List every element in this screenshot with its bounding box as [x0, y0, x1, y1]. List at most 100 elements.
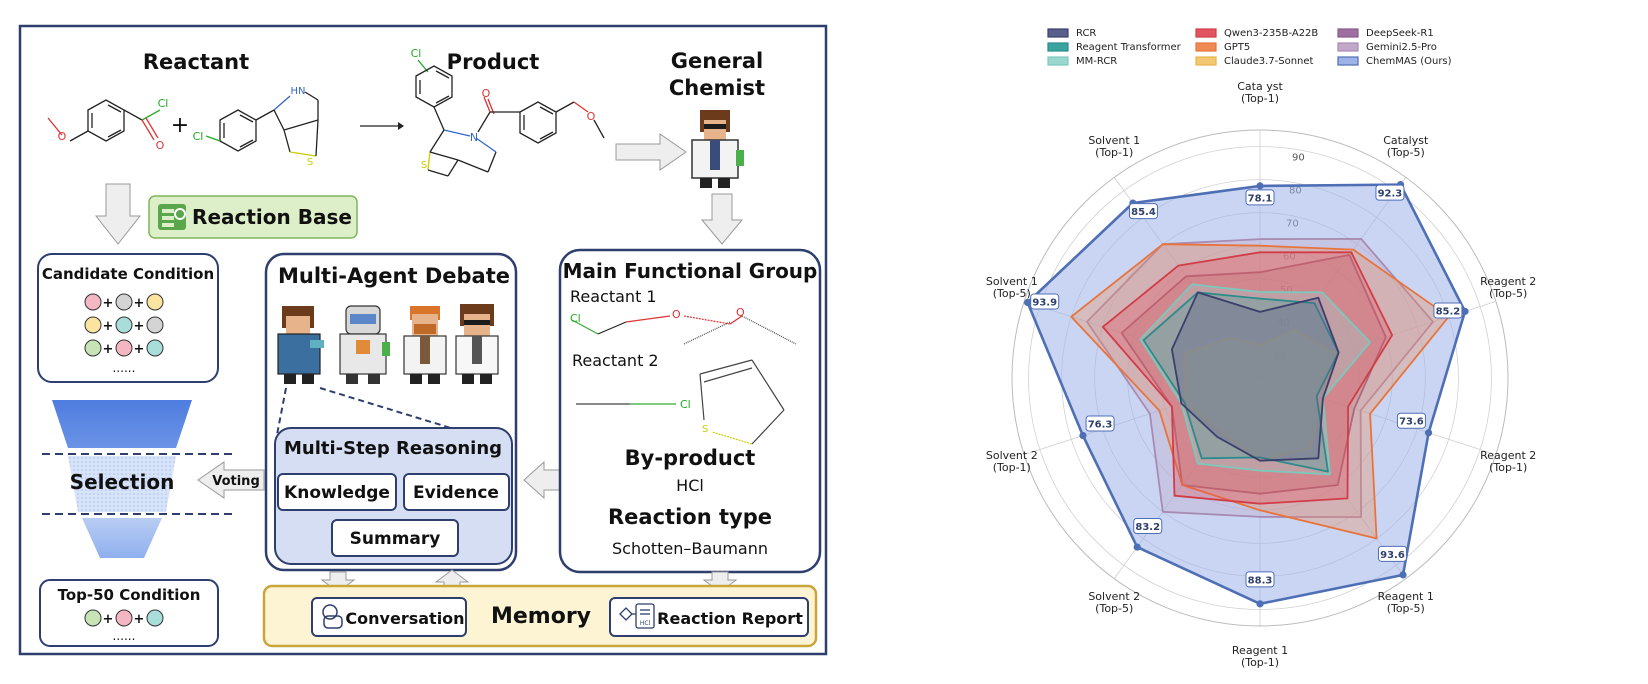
reactant-molecule-1 [47, 99, 161, 142]
annotation-label: 93.9 [1032, 298, 1057, 309]
legend-swatch [1337, 42, 1359, 52]
series-polygon [1142, 291, 1340, 473]
plus-signs: ++ [103, 612, 145, 627]
arrow-to-candidate [94, 183, 142, 245]
annotation-box [1377, 545, 1407, 562]
data-point [1461, 307, 1469, 315]
multi-agent-debate-title: Multi-Agent Debate [278, 264, 510, 288]
annotation-label: 73.6 [1399, 417, 1424, 428]
annotation-box [1085, 415, 1115, 432]
atom-o: O [672, 308, 681, 321]
legend-label: RCR [1076, 28, 1096, 39]
axis-label: (Top-1) [993, 461, 1031, 474]
axis-label: Reagent 1 [1378, 590, 1434, 603]
conversation-icon [322, 604, 343, 629]
reaction-arrow [360, 122, 404, 130]
legend-label: MM-RCR [1076, 56, 1117, 67]
reaction-base-box [148, 195, 358, 239]
legend-label: DeepSeek-R1 [1366, 28, 1434, 39]
legend-swatch [1047, 42, 1069, 52]
axis-label: Solvent 2 [986, 449, 1038, 462]
atom-o: O [58, 130, 67, 143]
agent-avatar-3 [403, 306, 447, 384]
arrow-to-functional-group [700, 193, 744, 245]
legend-swatch [1337, 28, 1359, 38]
atom-s: S [702, 424, 708, 435]
axis-label: (Top-1) [1241, 92, 1279, 105]
annotation-box [1128, 203, 1158, 220]
data-point [1079, 431, 1087, 440]
svg-text:+: + [103, 612, 114, 627]
knowledge-box [277, 473, 397, 511]
annotation-label: 93.6 [1380, 550, 1405, 561]
legend-label: Gemini2.5-Pro [1366, 42, 1437, 53]
radar-series [1023, 180, 1469, 608]
axis-label: (Top-5) [993, 287, 1031, 300]
annotation-label: 92.3 [1378, 189, 1403, 200]
svg-text:+: + [103, 296, 114, 311]
atom-n: N [470, 131, 478, 144]
atom-nh: HN [291, 86, 306, 97]
axis-label: (Top-5) [1387, 146, 1425, 159]
candidate-ellipsis: ...... [113, 361, 136, 375]
conversation-box [311, 597, 467, 637]
agent-avatars [277, 304, 499, 384]
reaction-report-icon [619, 603, 655, 629]
legend-label: ChemMAS (Ours) [1366, 56, 1452, 67]
series-polygon [1139, 283, 1371, 476]
general-chemist-title-line2: Chemist [669, 76, 765, 100]
report-icon-text: HCl [640, 620, 651, 627]
annotation-box [1375, 184, 1405, 201]
selection-label: Selection [70, 470, 175, 494]
agent-avatar-2 [339, 305, 390, 384]
reactant1-fragments [571, 315, 797, 345]
annotation-label: 76.3 [1088, 419, 1113, 430]
reaction-report-label: Reaction Report [657, 609, 803, 628]
data-point [1256, 600, 1264, 608]
data-point [1133, 543, 1141, 551]
memory-label: Memory [491, 604, 591, 629]
axis-label: Solvent 2 [1088, 590, 1140, 603]
legend-swatch [1337, 56, 1359, 66]
plus-sign: + [171, 113, 189, 138]
axis-label: (Top-5) [1387, 602, 1425, 615]
top50-condition-title: Top-50 Condition [58, 586, 201, 604]
axis-label: Reagent 2 [1480, 449, 1536, 462]
svg-text:+: + [134, 296, 145, 311]
atom-s: S [307, 157, 313, 168]
reactant2-label: Reactant 2 [572, 351, 659, 370]
agent-avatar-4 [455, 304, 499, 384]
legend-swatch [1195, 56, 1217, 66]
svg-text:+: + [103, 342, 114, 357]
annotation-box [1433, 302, 1463, 319]
annotation-box [1396, 412, 1426, 429]
atom-s: S [421, 160, 427, 171]
svg-text:+: + [134, 319, 145, 334]
arrow-to-chemist [615, 133, 687, 171]
database-search-icon [158, 204, 186, 230]
conversation-label: Conversation [345, 609, 464, 628]
main-functional-group-title: Main Functional Group [563, 259, 818, 283]
legend-label: Reagent Transformer [1076, 42, 1182, 53]
callout-dash-left [275, 387, 287, 441]
byproduct-value: HCl [676, 476, 704, 495]
funnel-bottom [82, 518, 162, 558]
atom-o: O [482, 87, 491, 100]
reactant2-fragments [576, 359, 785, 445]
funnel-top [52, 400, 192, 448]
axis-label: Solvent 1 [986, 275, 1038, 288]
top50-ellipsis: ...... [113, 629, 136, 643]
reaction-report-box [609, 597, 809, 637]
axis-label: Cata yst [1237, 80, 1283, 93]
atom-o: O [587, 110, 596, 123]
legend-swatch [1047, 56, 1069, 66]
axis-label: (Top-1) [1095, 146, 1133, 159]
reaction-type-title: Reaction type [608, 505, 772, 529]
annotation-label: 85.4 [1131, 207, 1156, 218]
data-point [1424, 429, 1433, 437]
annotation-label: 85.2 [1436, 306, 1461, 317]
